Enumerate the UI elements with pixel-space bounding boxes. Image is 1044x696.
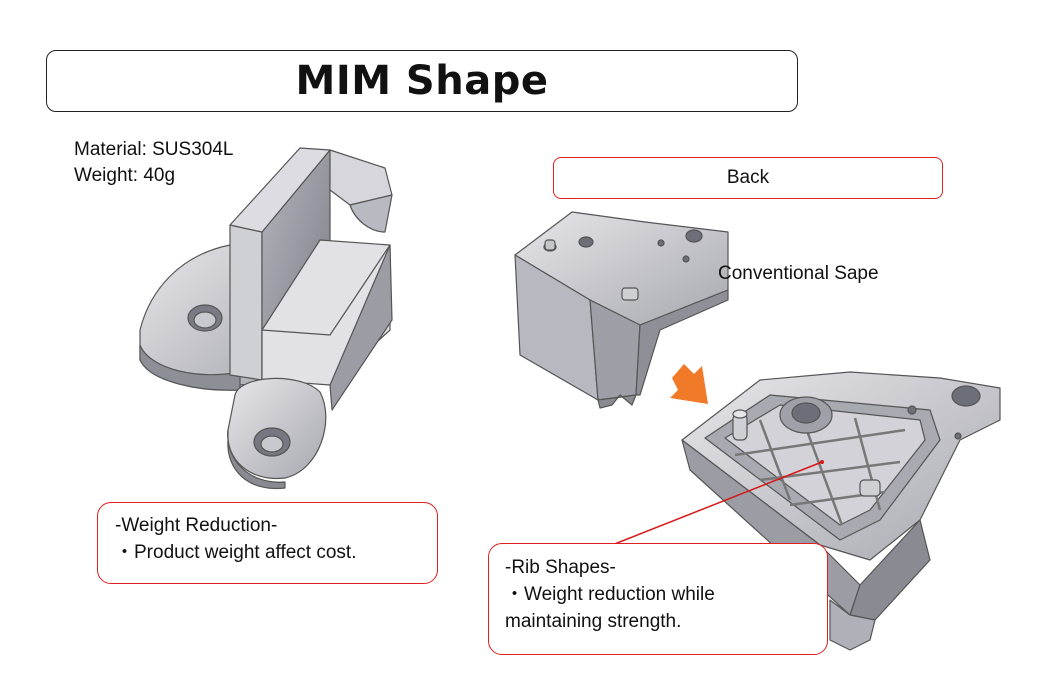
back-label: Back (726, 167, 770, 188)
conventional-part-model (514, 211, 729, 409)
back-label-box: Back (553, 157, 943, 199)
rib-callout-text-1: ・Weight reduction while (505, 584, 715, 605)
weight-callout-text: ・Product weight affect cost. (115, 542, 357, 563)
rib-leader-line (611, 461, 823, 546)
material-label: Material: SUS304L (74, 139, 234, 160)
rib-shapes-callout: -Rib Shapes- ・Weight reduction while mai… (488, 543, 828, 655)
mim-bracket-model (139, 147, 393, 490)
weight-reduction-callout: -Weight Reduction- ・Product weight affec… (97, 502, 438, 584)
title-box: MIM Shape (46, 50, 798, 112)
spec-block: Material: SUS304L Weight: 40g (74, 137, 233, 189)
transition-arrow-icon (670, 364, 708, 404)
rib-callout-heading: -Rib Shapes- (505, 557, 616, 578)
rib-callout-text-2: maintaining strength. (505, 611, 682, 632)
conventional-label: Conventional Sape (718, 263, 879, 284)
weight-label: Weight: 40g (74, 165, 176, 186)
page-title: MIM Shape (295, 58, 549, 104)
weight-callout-heading: -Weight Reduction- (115, 515, 278, 536)
